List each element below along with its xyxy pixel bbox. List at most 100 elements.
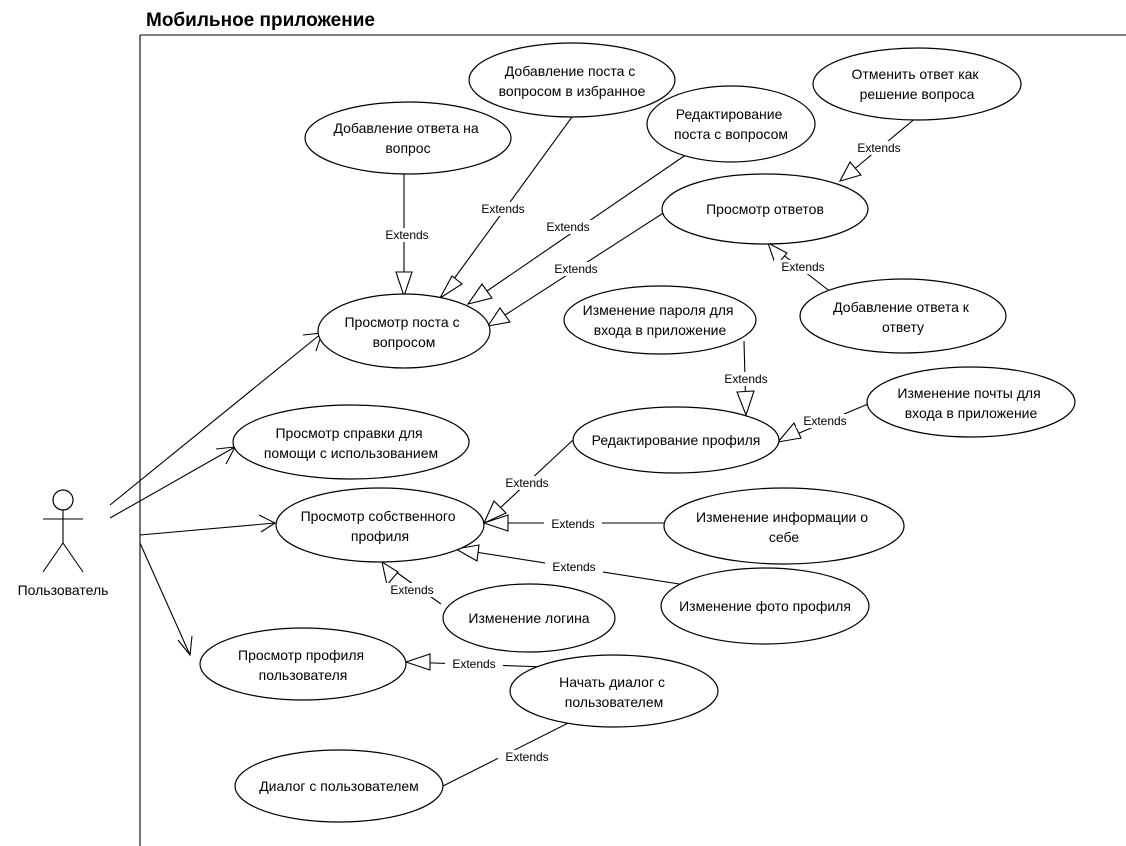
extend-label: Extends xyxy=(781,260,824,274)
use-case-cancel-answer[interactable]: Отменить ответ как решение вопроса xyxy=(812,47,1022,121)
actor-right-leg xyxy=(62,542,84,573)
use-case-label: Просмотр поста с xyxy=(344,314,459,330)
use-case-label: Редактирование xyxy=(676,106,783,122)
use-case-label: решение вопроса xyxy=(860,86,975,102)
extend-arrowhead xyxy=(736,390,755,417)
use-case-label: вопросом xyxy=(373,334,436,350)
use-case-label: Добавление ответа на xyxy=(333,120,478,136)
use-case-label: Добавление поста с xyxy=(505,63,636,79)
use-case-label: Просмотр профиля xyxy=(238,647,364,663)
svg-text:Просмотр ответов: Просмотр ответов xyxy=(706,201,824,217)
use-case-label: Изменение информации о xyxy=(696,509,868,525)
extend-arrowhead xyxy=(767,241,788,268)
use-case-change-email[interactable]: Изменение почты для входа в приложение xyxy=(866,366,1076,438)
extend-arrowhead xyxy=(482,514,509,532)
use-case-edit-profile[interactable]: Редактирование профиля xyxy=(572,406,780,474)
actor-user[interactable]: Пользователь xyxy=(18,489,109,598)
extend-label: Extends xyxy=(481,202,524,216)
use-case-label: Просмотр справки для xyxy=(275,425,422,441)
use-case-label: входа в приложение xyxy=(905,405,1038,421)
extend-arrowhead xyxy=(439,275,463,299)
use-case-label: пользователя xyxy=(259,667,348,683)
system-title: Мобильное приложение xyxy=(146,10,375,31)
extend-arrowhead xyxy=(404,653,431,671)
svg-text:Добавление ответа на воп: Добавление ответа на вопрос xyxy=(333,120,482,156)
assoc-arrowhead xyxy=(177,635,193,657)
extend-arrowhead xyxy=(381,560,399,587)
use-case-view-answers[interactable]: Просмотр ответов xyxy=(661,173,869,245)
use-case-add-answer[interactable]: Добавление ответа на вопрос xyxy=(304,101,512,175)
use-case-fav-post[interactable]: Добавление поста с вопросом в избранное xyxy=(468,42,676,118)
use-case-label: вопрос xyxy=(385,140,430,156)
extend-label: Extends xyxy=(803,414,846,428)
use-case-change-login[interactable]: Изменение логина xyxy=(442,583,616,653)
svg-text:Просмотр справки для пом: Просмотр справки для помощи с использова… xyxy=(264,425,438,461)
use-case-view-user-profile[interactable]: Просмотр профиля пользователя xyxy=(199,627,407,701)
use-case-label: Изменение пароля для xyxy=(583,302,734,318)
use-case-label: пользователем xyxy=(565,694,664,710)
svg-text:Редактирование профиля: Редактирование профиля xyxy=(592,432,761,448)
extend-label: Extends xyxy=(554,262,597,276)
extend-label: Extends xyxy=(857,141,900,155)
system-boundary xyxy=(139,34,1126,846)
assoc-view-user-profile xyxy=(139,542,191,656)
extend-label: Extends xyxy=(505,750,548,764)
use-case-label: входа в приложение xyxy=(594,322,727,338)
use-case-label: Добавление ответа к xyxy=(833,299,970,315)
extend-label: Extends xyxy=(390,583,433,597)
extend-label: Extends xyxy=(551,517,594,531)
extend-relations: Extends Extends Extends Extends Extends … xyxy=(378,116,918,787)
extend-label: Extends xyxy=(552,560,595,574)
svg-text:Просмотр поста с вопросо: Просмотр поста с вопросом xyxy=(344,314,463,350)
extend-label: Extends xyxy=(546,220,589,234)
use-case-label: Просмотр собственного xyxy=(301,508,456,524)
svg-text:Начать диалог с пользова: Начать диалог с пользователем xyxy=(559,674,669,710)
svg-text:Изменение фото профиля: Изменение фото профиля xyxy=(679,598,851,614)
extend-arrowhead xyxy=(838,161,862,182)
use-case-label: Отменить ответ как xyxy=(852,66,980,82)
use-case-label: вопросом в избранное xyxy=(499,83,646,99)
assoc-arrowhead xyxy=(258,514,277,533)
use-case-reply-answer[interactable]: Добавление ответа к ответу xyxy=(799,278,1007,354)
use-case-view-help[interactable]: Просмотр справки для помощи с использова… xyxy=(232,404,470,480)
assoc-arrowhead xyxy=(215,446,236,465)
use-case-change-password[interactable]: Изменение пароля для входа в приложение xyxy=(563,285,757,355)
use-case-label: помощи с использованием xyxy=(264,445,438,461)
extend-arrowhead xyxy=(482,500,507,525)
extend-label: Extends xyxy=(385,228,428,242)
assoc-view-own-profile xyxy=(139,522,276,536)
svg-text:Диалог с пользователем: Диалог с пользователем xyxy=(259,778,419,794)
use-case-label: поста с вопросом xyxy=(674,126,788,142)
extend-arrowhead xyxy=(486,307,511,327)
assoc-view-post xyxy=(109,332,323,506)
svg-text:Добавление ответа к отве: Добавление ответа к ответу xyxy=(833,299,973,335)
svg-text:Просмотр собственного пр: Просмотр собственного профиля xyxy=(301,508,460,544)
svg-text:Отменить ответ как решен: Отменить ответ как решение вопроса xyxy=(852,66,983,102)
svg-text:Редактирование поста с в: Редактирование поста с вопросом xyxy=(674,106,788,142)
extend-arrowhead xyxy=(776,421,802,443)
svg-text:Просмотр профиля пользов: Просмотр профиля пользователя xyxy=(238,647,368,683)
extend-arrowhead xyxy=(454,544,480,562)
extend-label: Extends xyxy=(724,372,767,386)
use-case-change-info[interactable]: Изменение информации о себе xyxy=(663,487,905,565)
use-case-label: Редактирование профиля xyxy=(592,432,761,448)
use-case-label: профиля xyxy=(351,528,409,544)
extend-label: Extends xyxy=(505,476,548,490)
associations xyxy=(109,332,323,657)
extend-arrowhead xyxy=(466,283,493,305)
svg-text:Изменение информации о с: Изменение информации о себе xyxy=(696,509,872,545)
use-case-label: Изменение логина xyxy=(468,610,589,626)
use-case-start-dialog[interactable]: Начать диалог с пользователем xyxy=(509,654,719,728)
use-case-view-post[interactable]: Просмотр поста с вопросом xyxy=(317,293,491,369)
use-case-change-photo[interactable]: Изменение фото профиля xyxy=(660,567,870,645)
use-case-edit-post[interactable]: Редактирование поста с вопросом xyxy=(646,85,816,163)
actor-head xyxy=(52,489,74,511)
use-case-label: Диалог с пользователем xyxy=(259,778,419,794)
use-case-label: Просмотр ответов xyxy=(706,201,824,217)
use-case-dialog[interactable]: Диалог с пользователем xyxy=(234,749,444,823)
svg-text:Изменение почты для вход: Изменение почты для входа в приложение xyxy=(897,385,1044,421)
use-case-view-own-profile[interactable]: Просмотр собственного профиля xyxy=(275,487,485,563)
actor-label: Пользователь xyxy=(18,582,109,598)
use-case-label: Изменение фото профиля xyxy=(679,598,851,614)
svg-text:Добавление поста с вопро: Добавление поста с вопросом в избранное xyxy=(499,63,646,99)
